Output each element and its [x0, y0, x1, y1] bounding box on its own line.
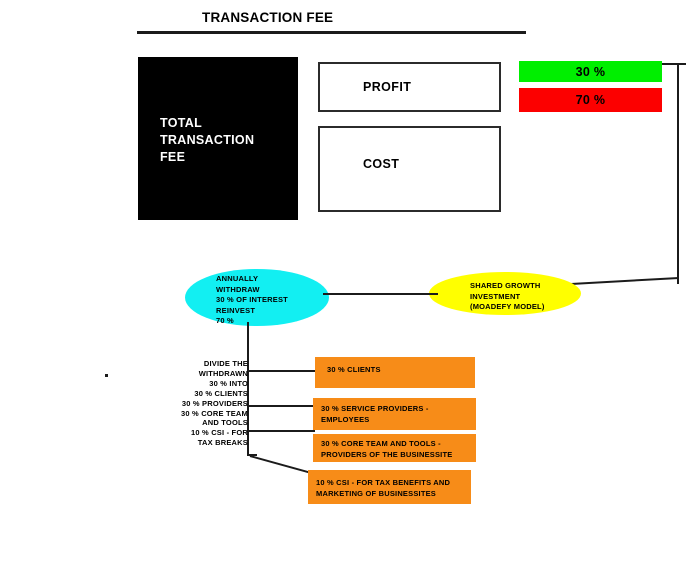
connector-trunk [247, 322, 249, 456]
profit-label: PROFIT [363, 80, 412, 94]
total-transaction-fee-label: TOTAL TRANSACTION FEE [160, 116, 255, 164]
connector-branch-providers [247, 405, 315, 407]
allocation-label-clients: 30 % CLIENTS [327, 365, 381, 374]
allocation-box-csi [308, 470, 471, 504]
allocation-label-csi: 10 % CSI - FOR TAX BENEFITS AND MARKETIN… [316, 478, 451, 498]
connector-branch-core-team [247, 430, 315, 432]
annual-withdraw-label: ANNUALLY WITHDRAW 30 % OF INTEREST REINV… [216, 274, 288, 325]
connector-branch-clients [247, 370, 317, 372]
percent-bar-30-label: 30 % [575, 64, 606, 79]
cost-box [318, 126, 501, 212]
allocation-label-service-providers: 30 % SERVICE PROVIDERS - EMPLOYEES [321, 404, 429, 424]
profit-box [318, 62, 501, 112]
connector-green-to-right [662, 63, 686, 65]
percent-bar-70-label: 70 % [575, 93, 606, 107]
percent-bar-30: 30 % [519, 61, 662, 82]
stray-dot-marker [105, 374, 108, 377]
connector-branch-csi-cap [247, 454, 257, 456]
connector-right-to-yellow [570, 276, 679, 285]
connector-branch-csi [249, 455, 311, 474]
shared-growth-investment-ellipse [429, 272, 581, 315]
connector-cyan-to-yellow [323, 293, 438, 295]
cost-label: COST [363, 157, 400, 171]
page-title: TRANSACTION FEE [202, 10, 334, 25]
percent-bar-70: 70 % [519, 88, 662, 112]
allocation-box-core-team [313, 434, 476, 462]
total-transaction-fee-box [138, 57, 298, 220]
connector-right-vertical [677, 63, 679, 284]
allocation-box-clients [315, 357, 475, 388]
shared-growth-investment-label: SHARED GROWTH INVESTMENT (MOADEFY MODEL) [470, 281, 545, 311]
allocation-box-service-providers [313, 398, 476, 430]
allocation-label-core-team: 30 % CORE TEAM AND TOOLS - PROVIDERS OF … [321, 439, 453, 459]
annual-withdraw-ellipse [185, 269, 329, 326]
title-underline [137, 31, 526, 34]
divide-withdrawn-note: DIVIDE THE WITHDRAWN 30 % INTO 30 % CLIE… [181, 359, 248, 448]
